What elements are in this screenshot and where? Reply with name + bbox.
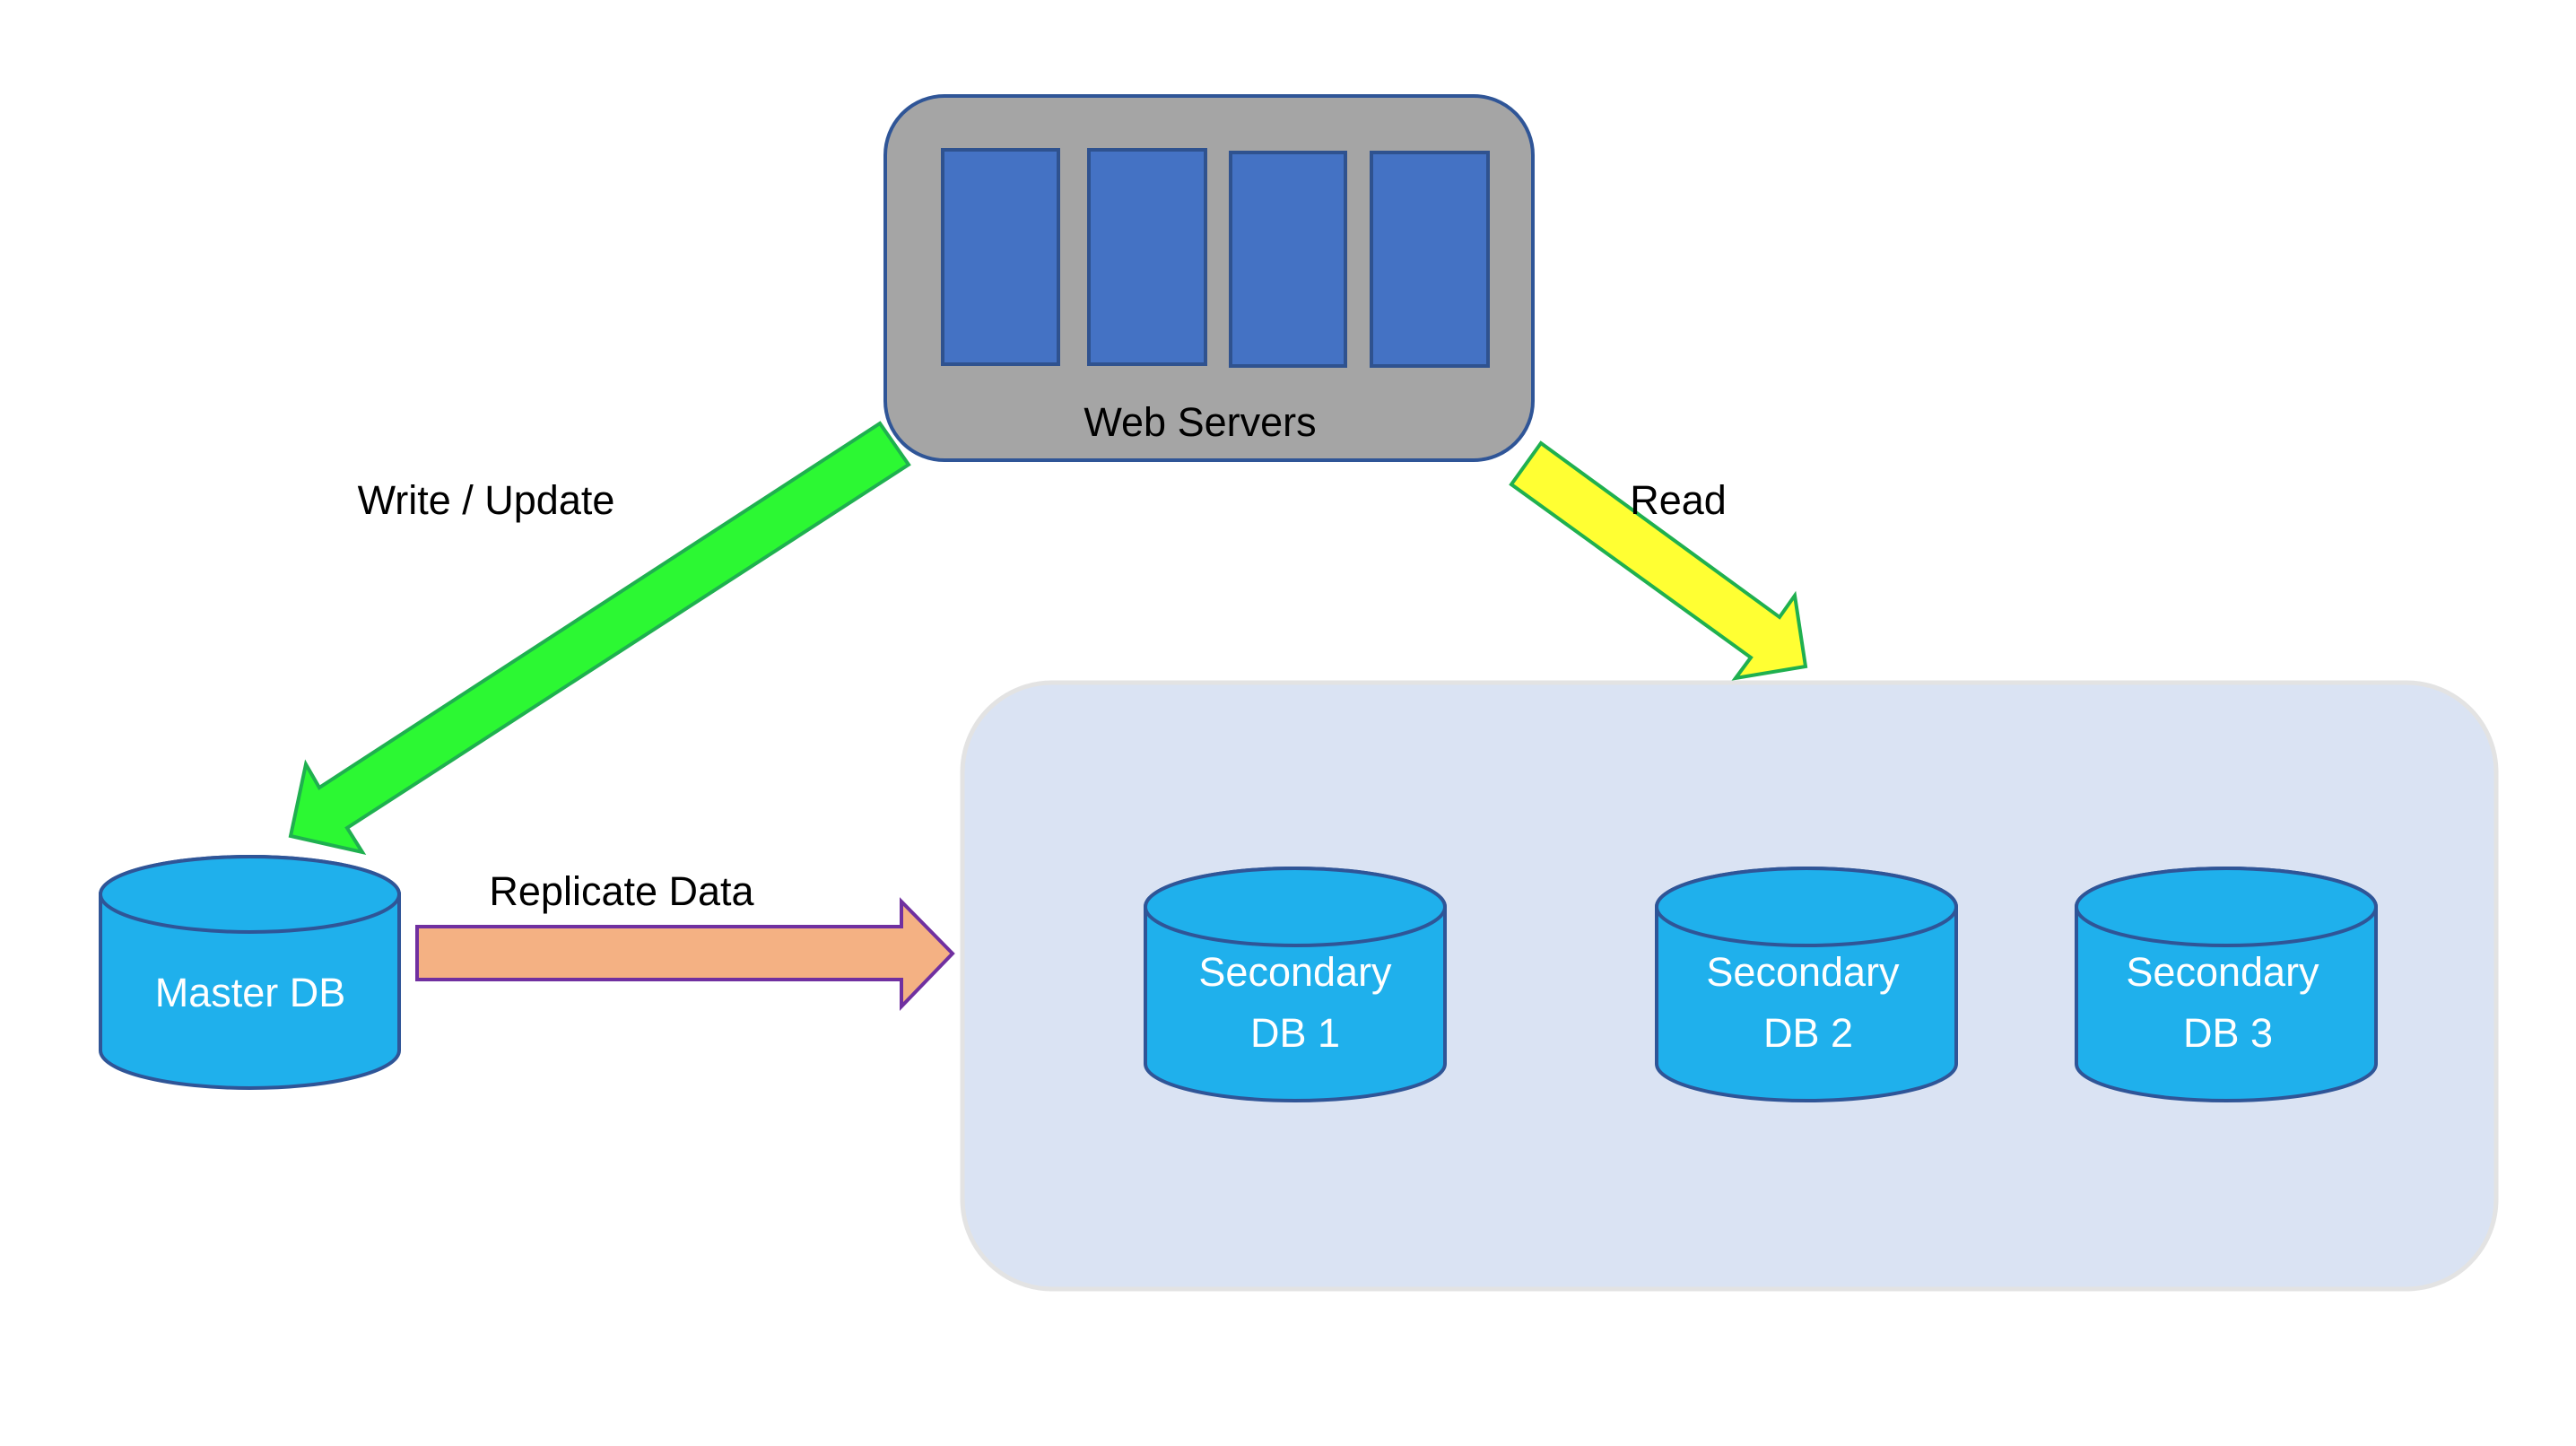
read-label: Read	[1630, 477, 1727, 523]
master-db-cylinder-top	[99, 855, 401, 934]
secondary-db-3-label-line2: DB 3	[2183, 1010, 2273, 1056]
web-server-3[interactable]	[1229, 151, 1347, 368]
secondary-db-2-label-line1: Secondary	[1706, 949, 1900, 995]
secondary-db-2[interactable]: Secondary DB 2	[1655, 867, 1958, 1102]
web-server-4[interactable]	[1370, 151, 1490, 368]
master-db[interactable]: Master DB	[99, 855, 401, 1090]
secondary-db-2-cylinder-top	[1655, 867, 1958, 947]
master-db-label: Master DB	[155, 970, 346, 1015]
read-arrow[interactable]	[1509, 440, 1808, 681]
web-server-1[interactable]	[941, 148, 1060, 366]
web-servers-node[interactable]: Web Servers	[883, 94, 1535, 462]
web-server-2[interactable]	[1087, 148, 1207, 366]
secondary-db-1-label-line2: DB 1	[1250, 1010, 1340, 1056]
write-update-label: Write / Update	[358, 477, 615, 523]
secondary-db-1-cylinder-top	[1144, 867, 1447, 947]
replicate-data-arrow[interactable]	[415, 897, 955, 1011]
secondary-db-2-label-line2: DB 2	[1763, 1010, 1853, 1056]
secondary-db-3-cylinder-top	[2075, 867, 2378, 947]
secondary-db-3-label-line1: Secondary	[2126, 949, 2319, 995]
secondary-db-3[interactable]: Secondary DB 3	[2075, 867, 2378, 1102]
web-servers-label: Web Servers	[1083, 399, 1316, 445]
secondary-db-1[interactable]: Secondary DB 1	[1144, 867, 1447, 1102]
replicate-data-label: Replicate Data	[489, 868, 754, 914]
write-update-arrow[interactable]	[288, 421, 911, 856]
secondary-db-1-label-line1: Secondary	[1198, 949, 1392, 995]
